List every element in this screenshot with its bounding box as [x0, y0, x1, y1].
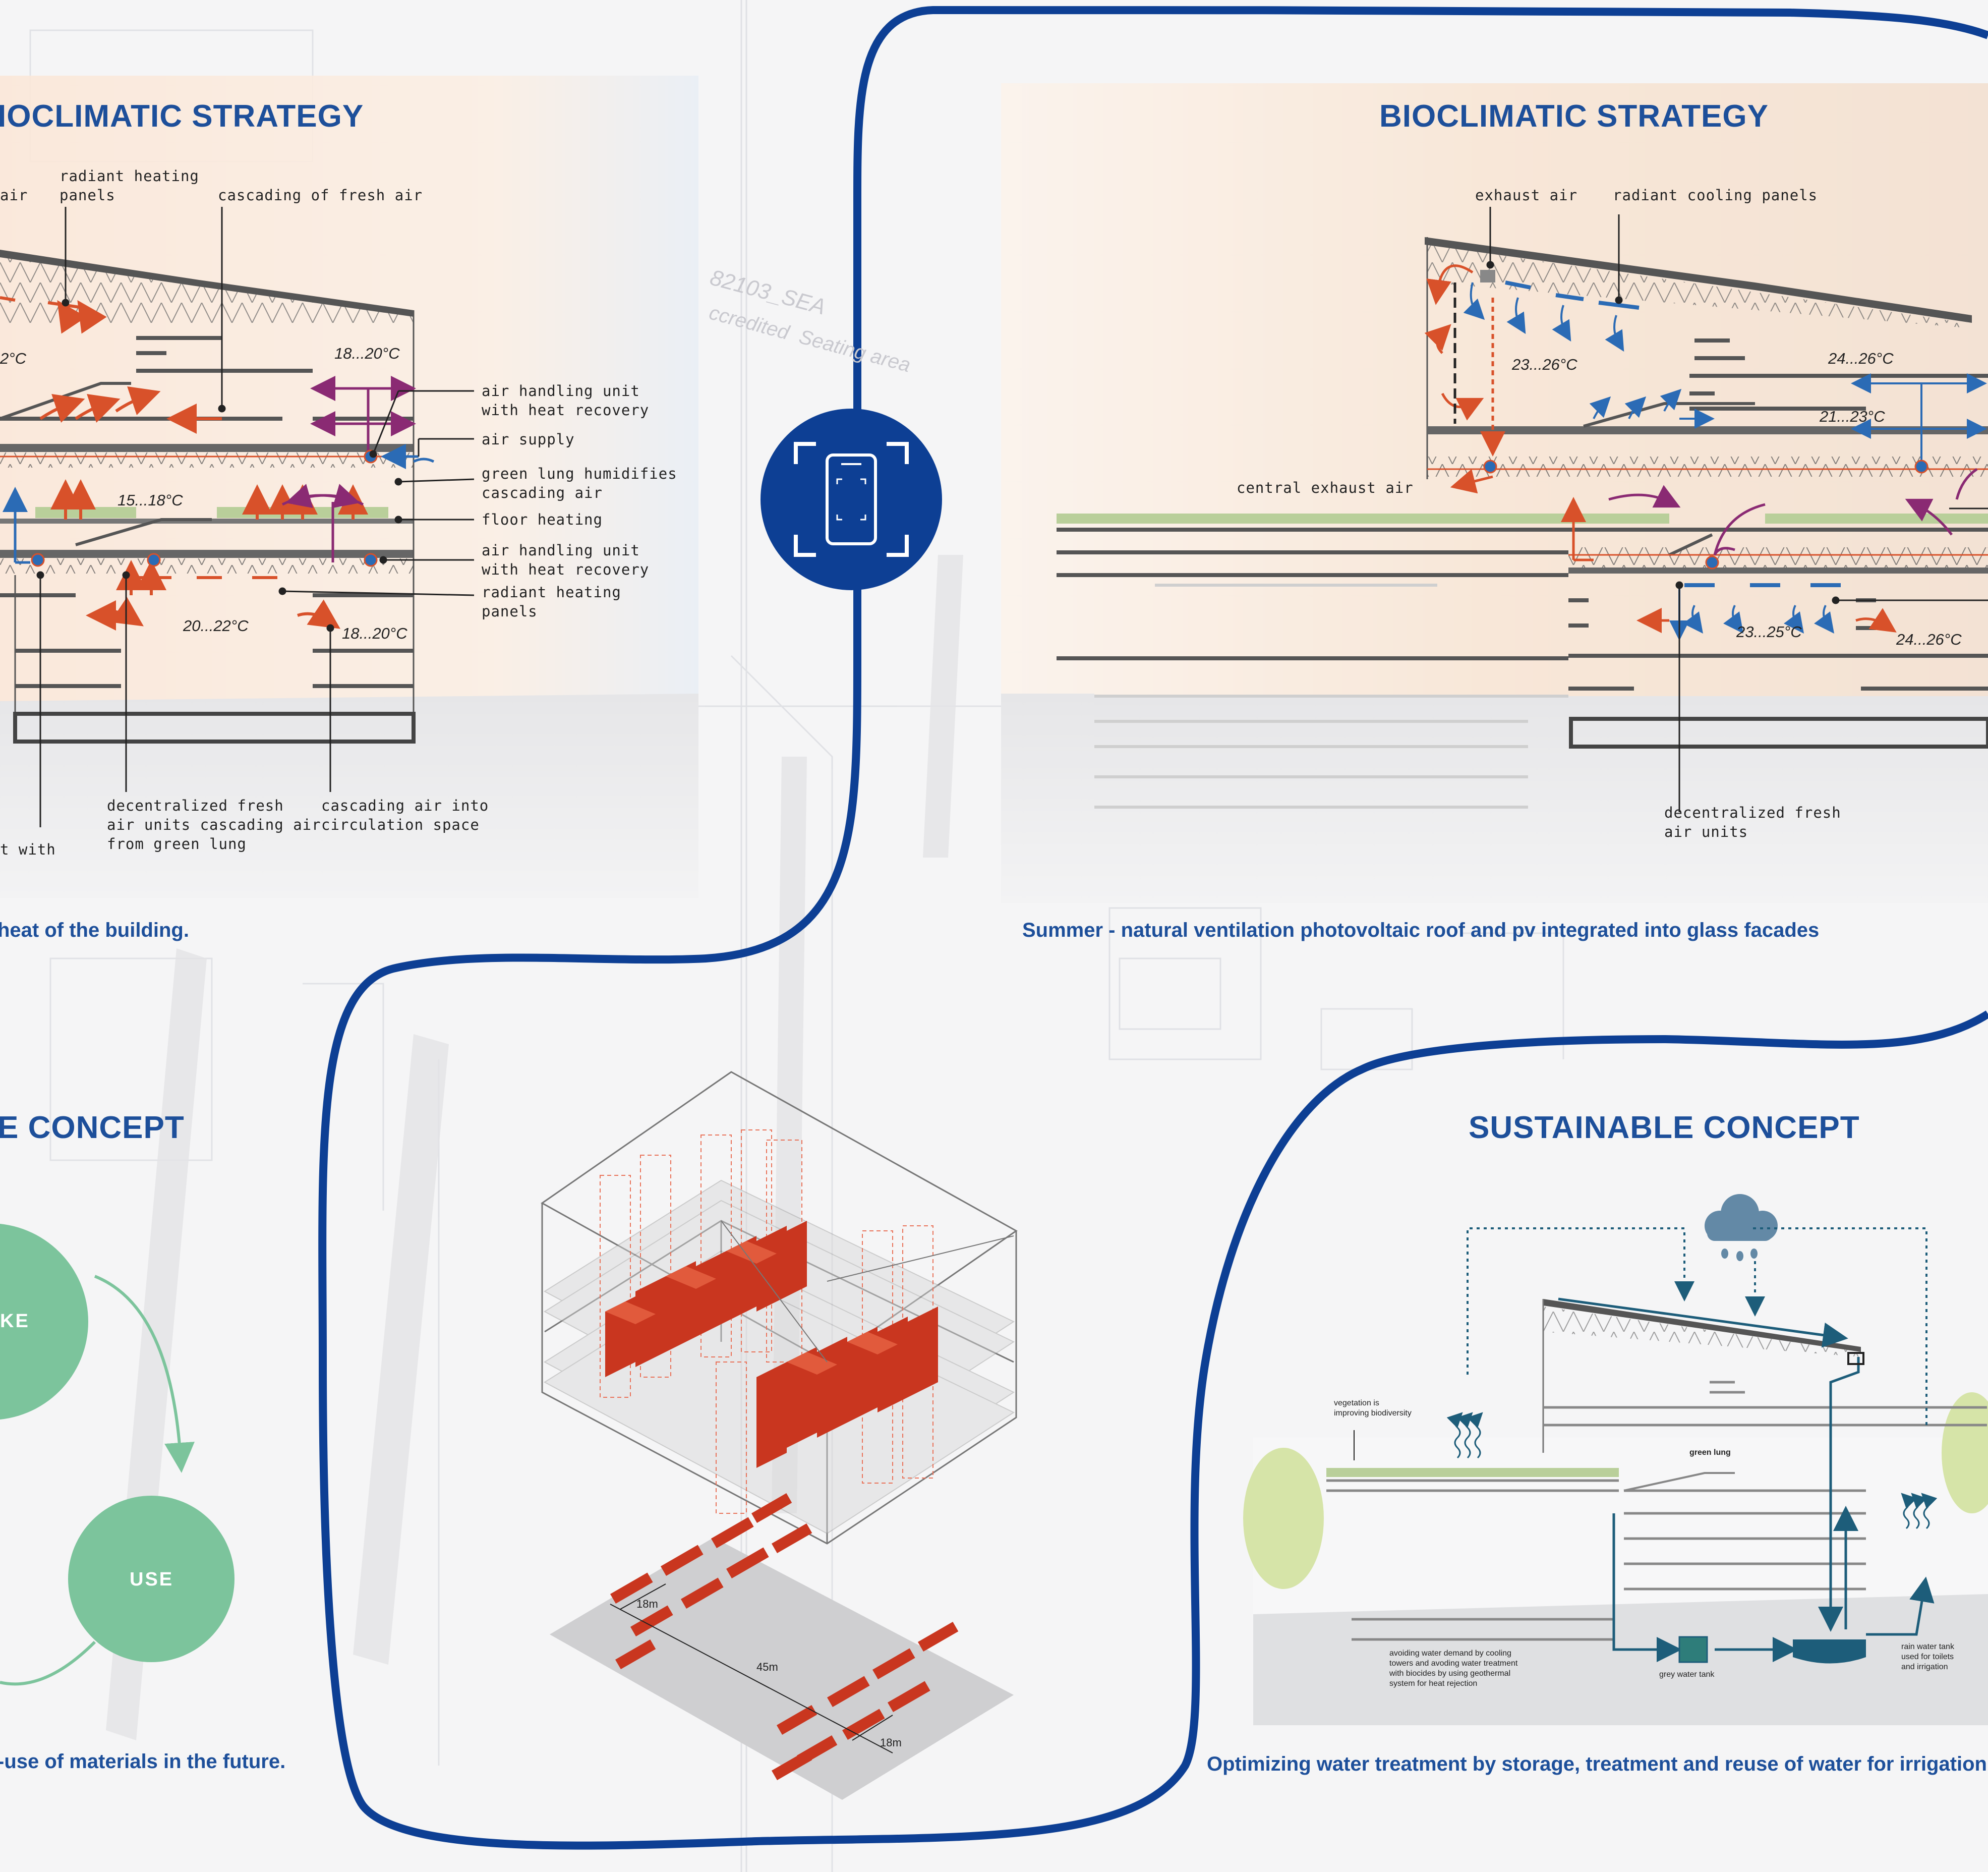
winter-label-air-supply: air supply	[482, 431, 575, 448]
winter-label-t-with: t with	[0, 841, 56, 858]
sustainable-label-rain-tank: rain water tank used for toilets and irr…	[1901, 1642, 1954, 1671]
summer-label-exhaust: exhaust air	[1475, 187, 1578, 204]
winter-temp-2: 18...20°C	[334, 345, 400, 362]
sustainable-title: SUSTAINABLE CONCEPT	[1469, 1110, 1860, 1145]
make-circle	[0, 1224, 88, 1420]
winter-temp-4: 20...22°C	[183, 617, 249, 635]
summer-temp-3: 21...23°C	[1820, 408, 1885, 425]
winter-label-air: air	[0, 187, 28, 204]
summer-label-central-exhaust: central exhaust air	[1237, 479, 1414, 496]
winter-label-ahu-top: air handling unit with heat recovery	[482, 382, 650, 419]
circular-title: E CONCEPT	[0, 1110, 185, 1145]
use-circle	[68, 1496, 235, 1662]
sustainable-graphics	[1243, 1194, 1988, 1725]
connector-path	[318, 6, 1988, 1850]
sustainable-label-grey-tank: grey water tank	[1659, 1670, 1715, 1679]
summer-label-radiant-cooling: radiant cooling panels	[1613, 187, 1818, 204]
winter-temp-3: 15...18°C	[118, 491, 183, 509]
winter-label-cascading-circulation: cascading air into circulation space	[321, 797, 489, 833]
winter-temp-5: 18...20°C	[342, 625, 407, 642]
module-dim-3: 18m	[880, 1736, 902, 1749]
circular-caption: -use of materials in the future.	[0, 1750, 286, 1773]
sustainable-label-avoiding: avoiding water demand by cooling towers …	[1389, 1649, 1518, 1688]
sustainable-caption: Optimizing water treatment by storage, t…	[1207, 1753, 1988, 1775]
summer-label-decentralized: decentralized fresh air units	[1664, 804, 1841, 840]
summer-panel	[1001, 83, 1988, 903]
winter-caption: heat of the building.	[0, 919, 189, 941]
phone-scan-icon	[794, 442, 909, 557]
winter-label-ahu-bottom: air handling unit with heat recovery	[482, 542, 650, 578]
module-dim-1: 18m	[636, 1598, 658, 1610]
module-dim-2: 45m	[756, 1661, 778, 1673]
winter-temp-1: 2°C	[0, 350, 27, 367]
winter-label-cascading-fresh: cascading of fresh air	[218, 187, 423, 204]
summer-temp-1: 23...26°C	[1512, 356, 1577, 373]
winter-label-floor-heating: floor heating	[482, 511, 603, 528]
winter-label-green-lung: green lung humidifies cascading air	[482, 465, 677, 501]
summer-caption: Summer - natural ventilation photovoltai…	[1022, 919, 1820, 941]
module-isometric	[541, 1071, 1018, 1800]
circular-concept-graphics	[0, 1224, 235, 1686]
winter-label-radiant-top: radiant heating panels	[60, 167, 199, 204]
summer-temp-4: 23...25°C	[1736, 623, 1802, 641]
summer-temp-5: 24...26°C	[1896, 631, 1962, 648]
use-node-label: USE	[130, 1569, 174, 1590]
summer-temp-2: 24...26°C	[1828, 350, 1894, 367]
winter-label-radiant-bottom: radiant heating panels	[482, 584, 621, 620]
sustainable-label-vegetation: vegetation is improving biodiversity	[1334, 1399, 1412, 1417]
sustainable-label-green-lung: green lung	[1689, 1448, 1731, 1457]
summer-title: BIOCLIMATIC STRATEGY	[1379, 99, 1769, 134]
qr-badge[interactable]	[761, 409, 942, 590]
rain-cloud-icon	[1705, 1194, 1778, 1261]
make-node-label: KE	[0, 1311, 30, 1332]
winter-label-decentralized: decentralized fresh air units cascading …	[107, 797, 321, 853]
winter-panel	[0, 76, 698, 898]
winter-title: IOCLIMATIC STRATEGY	[0, 99, 364, 134]
